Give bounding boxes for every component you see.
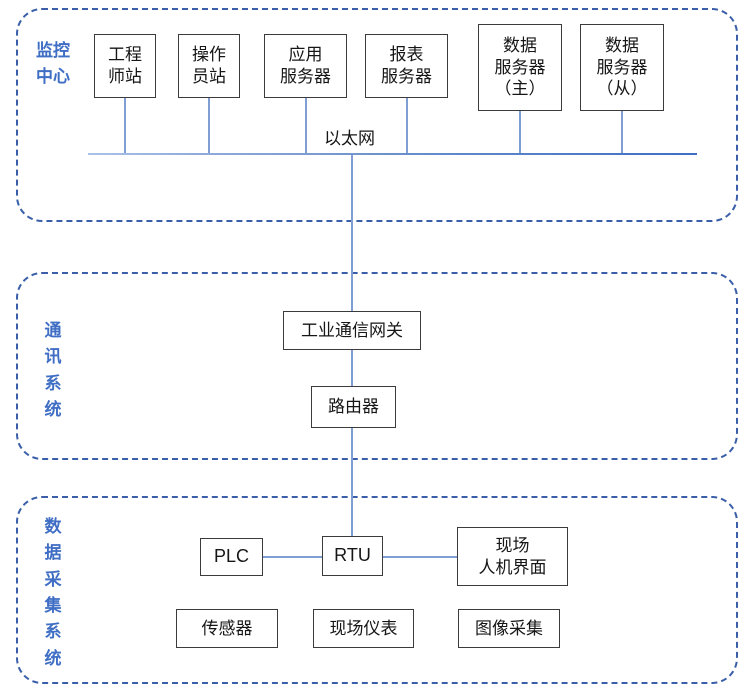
link-line-rtu-to-field-hmi (383, 556, 458, 558)
node-image-acquisition[interactable]: 图像采集 (458, 609, 560, 648)
node-data-server-primary[interactable]: 数据 服务器 （主） (478, 24, 562, 111)
trunk-line-gateway-to-router (351, 350, 353, 386)
node-router[interactable]: 路由器 (311, 386, 396, 428)
zone-label-monitoring-center: 监控 中心 (36, 41, 70, 87)
trunk-line-bus-to-gateway (351, 154, 353, 312)
drop-line-data-server-primary (519, 111, 521, 154)
drop-line-data-server-secondary (621, 111, 623, 154)
node-operator-station[interactable]: 操作 员站 (178, 34, 240, 98)
ethernet-bus-line (88, 153, 697, 155)
node-plc[interactable]: PLC (200, 538, 263, 576)
zone-data-acquisition-system (16, 496, 738, 684)
node-rtu[interactable]: RTU (322, 536, 383, 576)
trunk-line-router-to-rtu (351, 428, 353, 536)
node-field-hmi[interactable]: 现场 人机界面 (457, 527, 568, 586)
ethernet-bus-label: 以太网 (322, 124, 377, 149)
link-line-plc-to-rtu (263, 556, 323, 558)
drop-line-engineer-station (124, 98, 126, 154)
node-engineer-station[interactable]: 工程 师站 (94, 34, 156, 98)
zone-monitoring-center (16, 8, 738, 222)
node-sensor[interactable]: 传感器 (176, 609, 278, 648)
drop-line-report-server (406, 98, 408, 154)
node-application-server[interactable]: 应用 服务器 (264, 34, 347, 98)
node-data-server-secondary[interactable]: 数据 服务器 （从） (580, 24, 664, 111)
node-industrial-gateway[interactable]: 工业通信网关 (283, 311, 421, 350)
zone-communication-system (16, 272, 738, 460)
zone-label-communication-system: 通 讯 系 统 (44, 321, 62, 420)
node-field-instrument[interactable]: 现场仪表 (313, 609, 414, 648)
node-report-server[interactable]: 报表 服务器 (365, 34, 448, 98)
zone-label-data-acquisition-system: 数 据 采 集 系 统 (44, 517, 62, 668)
drop-line-application-server (305, 98, 307, 154)
drop-line-operator-station (208, 98, 210, 154)
